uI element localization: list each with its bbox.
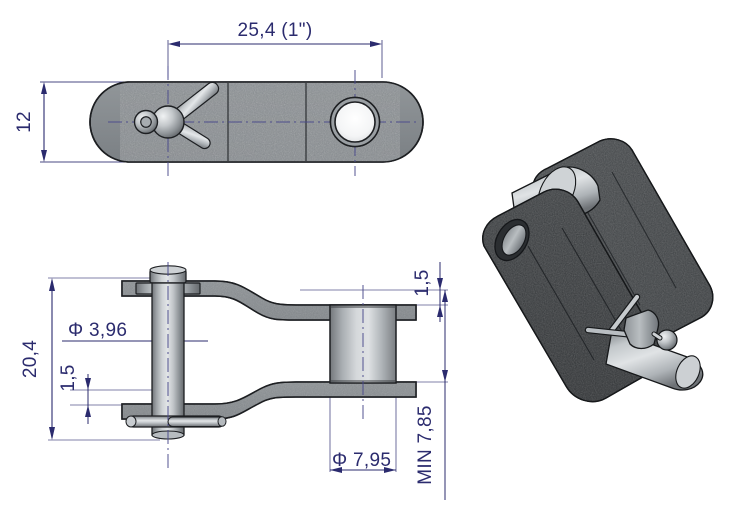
front-view: 20,4 Φ 3,96 1,5 1,5 [20,262,448,500]
dimension-plate-thickness-right: 1,5 [412,262,443,322]
iso-bore [494,218,530,262]
dimension-overall-height-label: 20,4 [20,340,41,378]
dimension-pitch-label: 25,4 (1") [238,20,313,41]
dimension-width-label: 12 [14,111,35,133]
dimension-plate-thickness-left-label: 1,5 [58,364,79,391]
dimension-roller-diameter-label: Φ 7,95 [332,450,391,471]
dimension-overall-height: 20,4 [20,278,55,440]
top-view-bore [329,96,381,148]
dimension-inner-width-min: MIN 7,85 [415,290,448,500]
top-view-cotter-pin [133,81,220,150]
dimension-roller-diameter: Φ 7,95 [330,450,396,473]
front-view-lower-plate [121,381,417,420]
iso-cotter-pin [584,293,678,351]
dimension-width: 12 [14,82,47,162]
isometric-view [482,138,714,403]
dimension-plate-thickness-right-label: 1,5 [412,269,433,296]
dimension-pin-diameter-label: Φ 3,96 [68,320,127,341]
dimension-pitch: 25,4 (1") [168,20,382,47]
dimension-plate-thickness-left: 1,5 [58,364,91,424]
top-view: 25,4 (1") 12 [14,20,424,180]
front-view-centerlines [167,262,364,470]
dimension-pin-diameter: Φ 3,96 [62,320,208,344]
dimension-inner-width-min-label: MIN 7,85 [415,405,436,485]
front-view-cotter-pin [125,415,227,428]
